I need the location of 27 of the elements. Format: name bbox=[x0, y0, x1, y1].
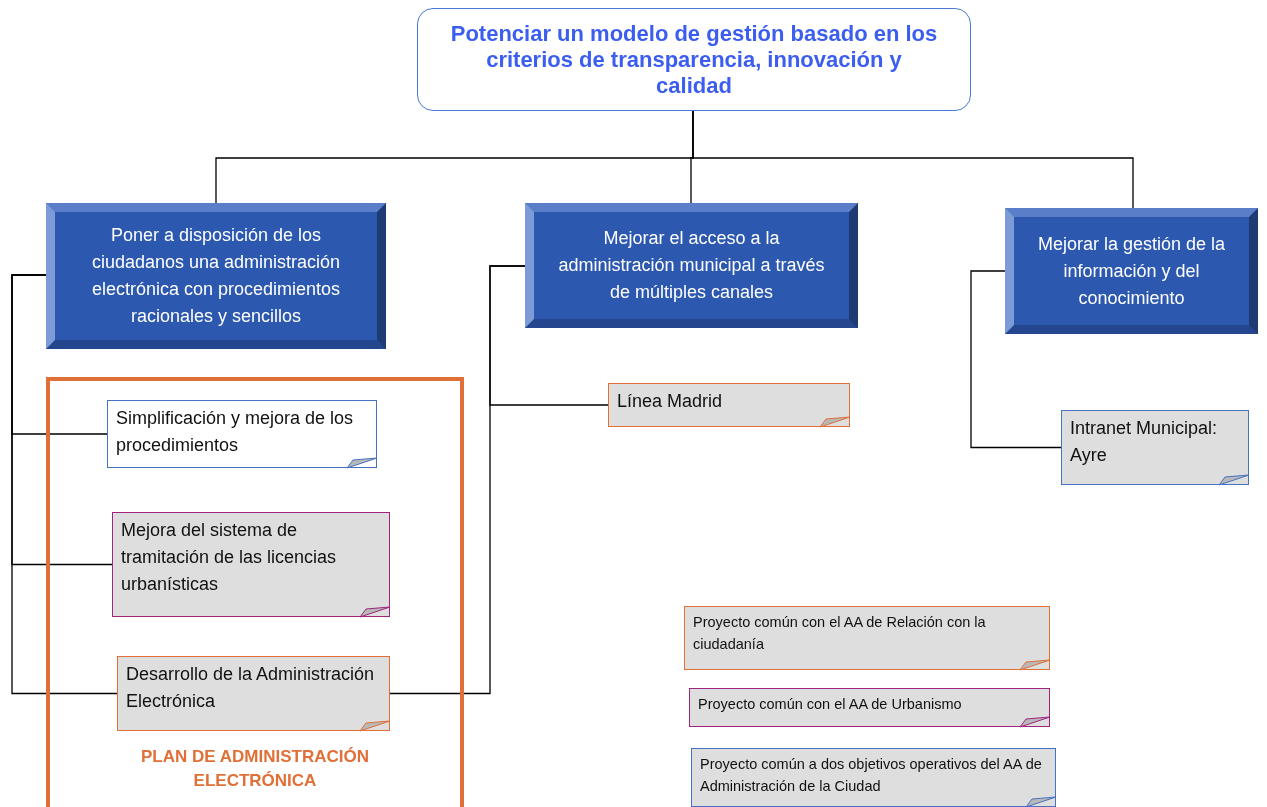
note-box bbox=[1061, 410, 1249, 485]
legend-text: Proyecto común a dos objetivos operativos del AA de Administración de la Ciudad bbox=[700, 756, 1042, 794]
node-text: Simplificación y mejora de los procedimientos bbox=[116, 408, 354, 455]
connector-line bbox=[692, 110, 1134, 209]
node-text: Potenciar un modelo de gestión basado en los criterios de transparencia, innovación y calidad bbox=[449, 20, 939, 99]
connector-line bbox=[389, 265, 526, 695]
node-text: Mejorar el acceso a la administración municipal a través de múltiples canales bbox=[557, 227, 826, 304]
node-text: Poner a disposición de los ciudadanos una administración electrónica con procedimientos racionales y sencillos bbox=[90, 224, 342, 328]
node-text: Mejora del sistema de tramitación de las licencias urbanísticas bbox=[121, 520, 337, 594]
goal-box bbox=[417, 8, 971, 111]
objective-box bbox=[525, 203, 858, 328]
plan-heading: PLAN DE ADMINISTRACIÓN ELECTRÓNICA bbox=[140, 746, 370, 792]
objective-box bbox=[1005, 208, 1258, 334]
note-box bbox=[107, 400, 377, 468]
note-box bbox=[117, 656, 390, 731]
connector-line bbox=[970, 270, 1062, 449]
node-text: Desarrollo de la Administración Electrónica bbox=[126, 664, 375, 711]
node-text: Intranet Municipal: Ayre bbox=[1070, 418, 1218, 465]
node-text: Mejorar la gestión de la información y del conocimiento bbox=[1036, 232, 1227, 310]
objective-box bbox=[46, 203, 386, 349]
note-box bbox=[608, 383, 850, 427]
connector-line bbox=[11, 274, 118, 695]
node-text: Línea Madrid bbox=[617, 391, 723, 411]
plan-frame bbox=[46, 377, 464, 807]
note-box bbox=[112, 512, 390, 617]
legend-text: Proyecto común con el AA de Relación con la ciudadanía bbox=[693, 614, 986, 652]
legend-text: Proyecto común con el AA de Urbanismo bbox=[698, 696, 962, 712]
